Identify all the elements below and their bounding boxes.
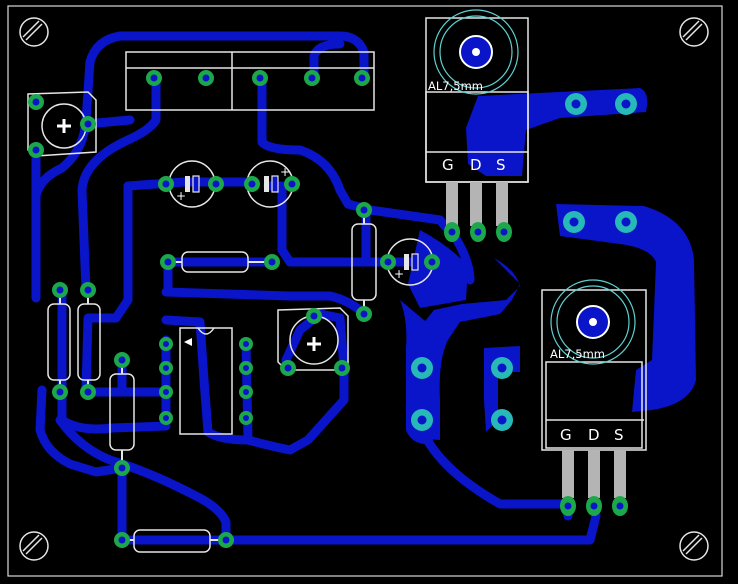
mounting-hole-icon [19,17,49,47]
capacitor-marks: + + + [176,165,419,281]
mounting-hole-icon [679,17,709,47]
mounting-hole-icon [679,531,709,561]
heatsink-label-bottom: AL7,5mm [550,347,605,361]
pin-label-g-top: G [442,156,454,174]
cap1-plus: + [176,189,186,203]
ic-pin1-marker [184,338,192,346]
trimmer-cross-marks [57,119,321,351]
pads [28,70,637,548]
pin-label-s-top: S [496,156,506,174]
pin-label-d-top: D [470,156,482,174]
pin-label-g-bottom: G [560,426,572,444]
cap3-plus: + [394,267,404,281]
cap2-plus: + [280,165,290,179]
heatsink-mounts [433,9,636,365]
mounting-hole-icon [19,531,49,561]
pin-label-d-bottom: D [588,426,600,444]
board-outline [7,5,723,577]
ic-outline [179,327,233,435]
connector-outline [125,51,375,111]
mosfet-legs [446,182,626,498]
pin-label-s-bottom: S [614,426,624,444]
heatsink-label-top: AL7,5mm [428,79,483,93]
mounting-holes [19,17,709,561]
